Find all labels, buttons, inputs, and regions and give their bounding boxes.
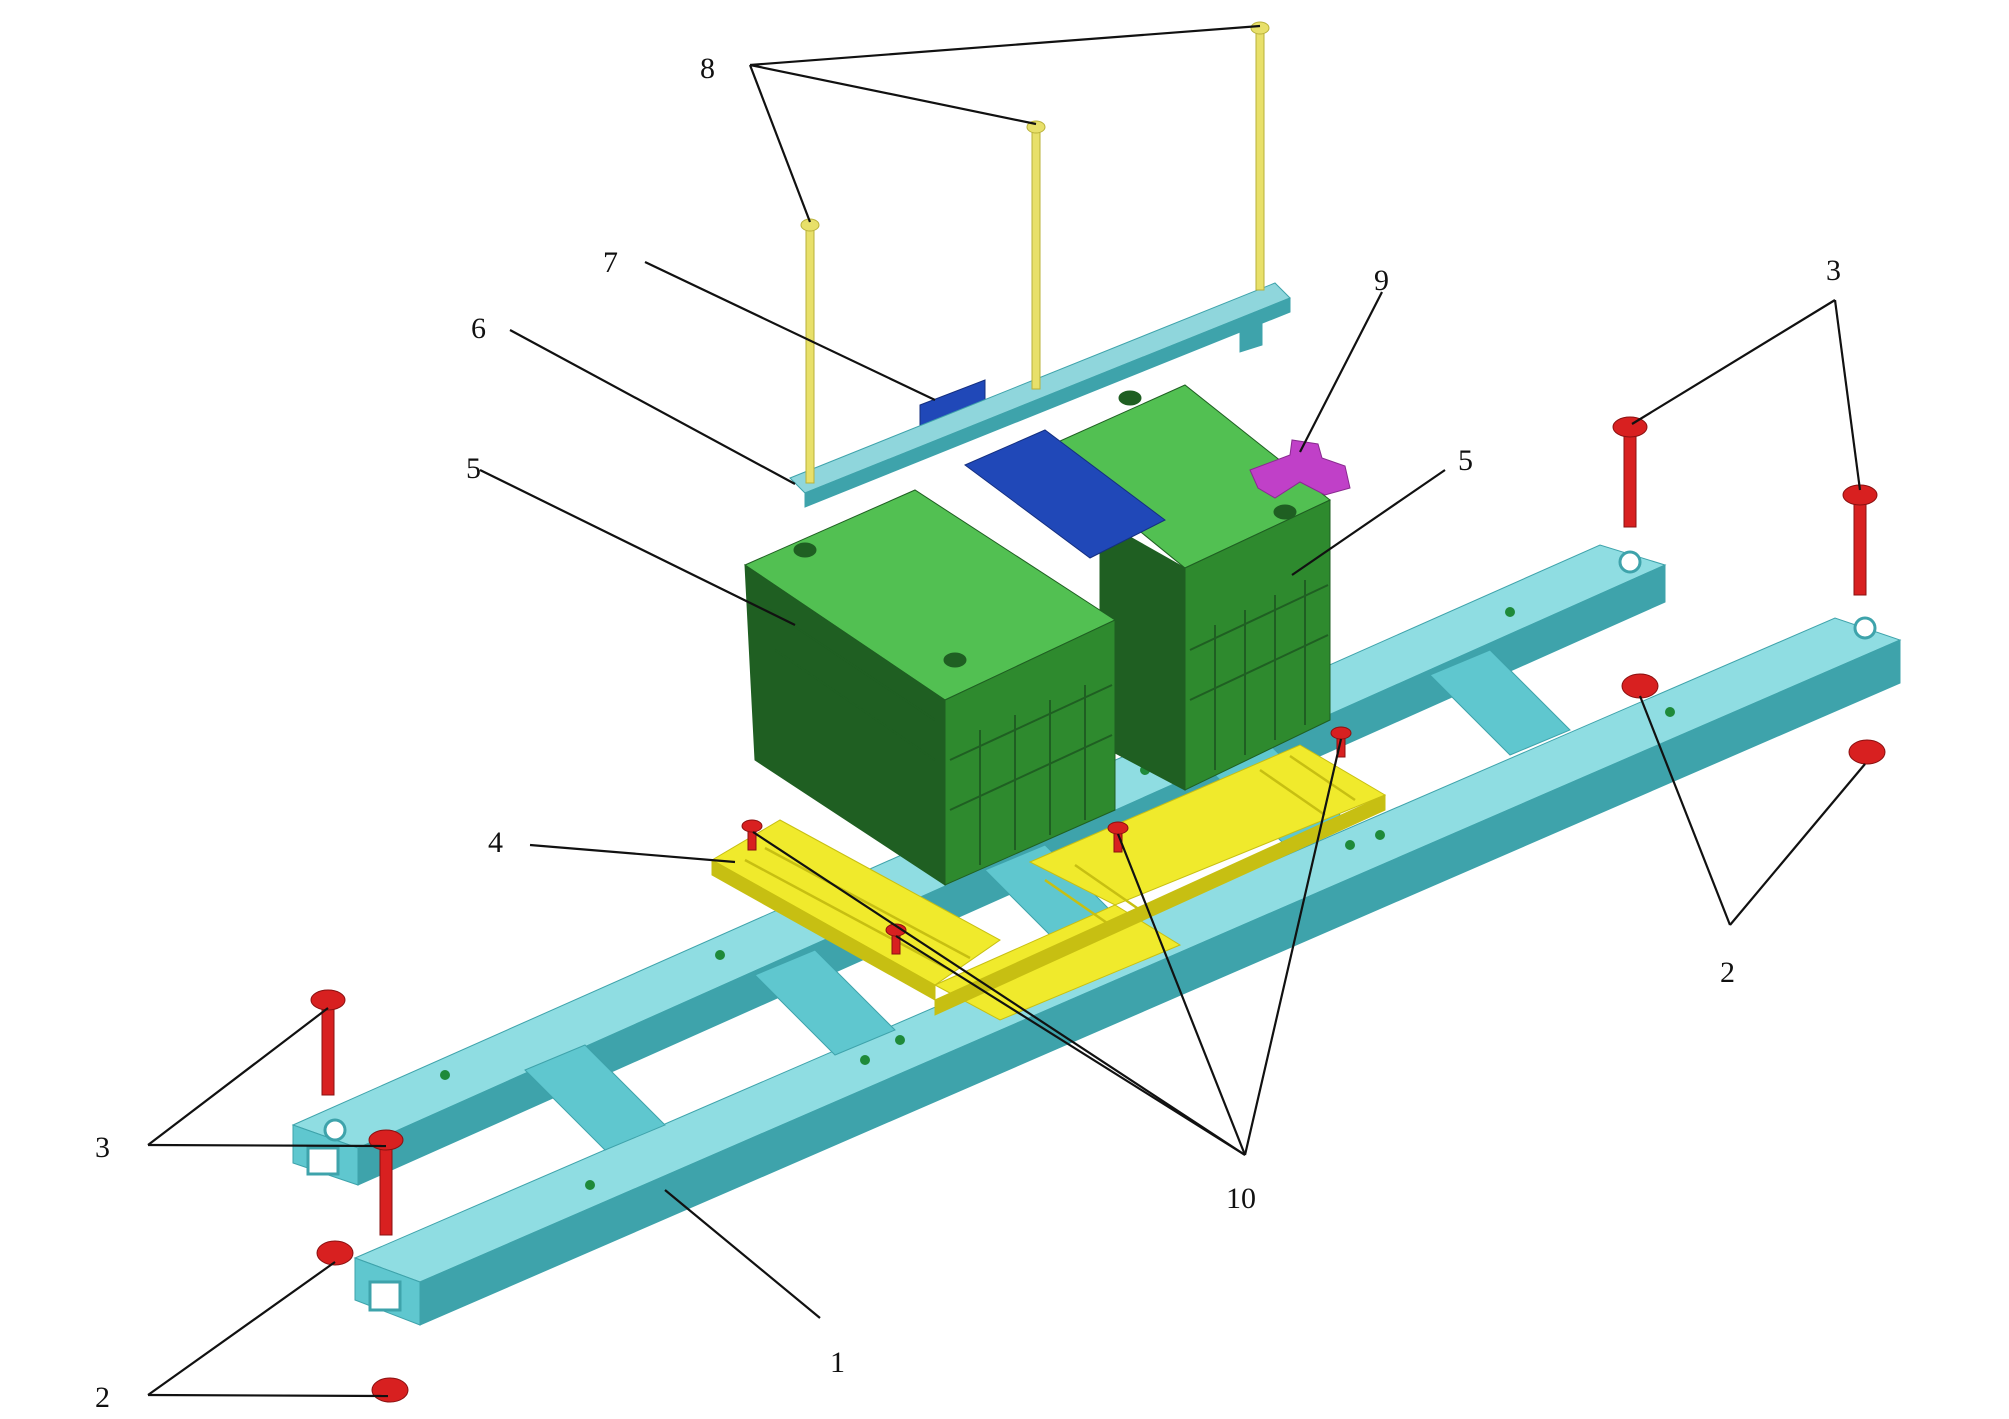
frame-front-rail-front [419, 639, 1901, 1326]
battery-tray [710, 744, 1387, 1021]
battery-left-terminal [943, 652, 967, 668]
callout-3-rear: 3 [1826, 254, 1841, 287]
callout-5-left: 5 [466, 452, 481, 485]
callout-5-right: 5 [1458, 444, 1473, 477]
clamp-rod-1 [800, 218, 820, 484]
nut-rear-left [1621, 673, 1659, 699]
bolt-rear-right [1842, 484, 1878, 596]
pad-strip [964, 429, 1166, 559]
callout-2-rear: 2 [1720, 956, 1735, 989]
frame-crossmember-5 [1429, 649, 1571, 756]
nut-rear-right [1848, 739, 1886, 765]
callout-3-front: 3 [95, 1131, 110, 1164]
tray-ribs [744, 754, 1356, 972]
clamp-bar-front [804, 297, 1291, 508]
callout-6: 6 [471, 312, 486, 345]
callout-4: 4 [488, 826, 503, 859]
battery-pad [919, 379, 1166, 559]
bolt-rear-left [1612, 416, 1648, 528]
callout-1: 1 [830, 1346, 845, 1379]
tray-screw-2 [885, 923, 907, 955]
frame-crossmember-2 [754, 949, 896, 1056]
callout-labels: 8 7 6 9 5 5 4 3 2 3 2 1 10 [95, 52, 1841, 1414]
battery-left-terminal-2 [793, 542, 817, 558]
frame-front-rail-end-opening [368, 1280, 402, 1312]
tray-screw-4 [1330, 726, 1352, 758]
callout-7: 7 [603, 246, 618, 279]
leader-lines [147, 24, 1866, 1398]
battery-left-side [744, 564, 946, 886]
clamp-bar-flange [1239, 309, 1263, 353]
tray-edge-right [934, 794, 1386, 1016]
frame-rear-rail-end-opening [306, 1146, 340, 1176]
frame-crossmember-1 [524, 1044, 666, 1151]
tray-screws [741, 726, 1352, 955]
frame-rear-bolt-hole [323, 1118, 347, 1142]
bolt-front-left [310, 989, 346, 1096]
battery-right-terminal-2 [1118, 390, 1142, 406]
tray-screw-3 [1107, 821, 1129, 853]
callout-2-front: 2 [95, 1381, 110, 1414]
battery-left-ribs [769, 609, 1113, 865]
frame-front-end-bolt-hole [1853, 616, 1877, 640]
clamp-rods [800, 21, 1270, 484]
callout-10: 10 [1226, 1182, 1256, 1215]
battery-right [1039, 384, 1331, 791]
battery-right-terminal [1273, 504, 1297, 520]
clamp-rod-3 [1250, 21, 1270, 291]
terminal-bracket [1249, 439, 1351, 499]
nut-front-left [316, 1240, 354, 1266]
clamp-rod-2 [1026, 120, 1046, 390]
callout-9: 9 [1374, 264, 1389, 297]
tray-screw-1 [741, 819, 763, 851]
nut-front-right [371, 1377, 409, 1403]
frame-front-bolt-hole [1618, 550, 1642, 574]
battery-right-ribs [1189, 580, 1329, 770]
callout-8: 8 [700, 52, 715, 85]
battery-left [743, 489, 1117, 886]
